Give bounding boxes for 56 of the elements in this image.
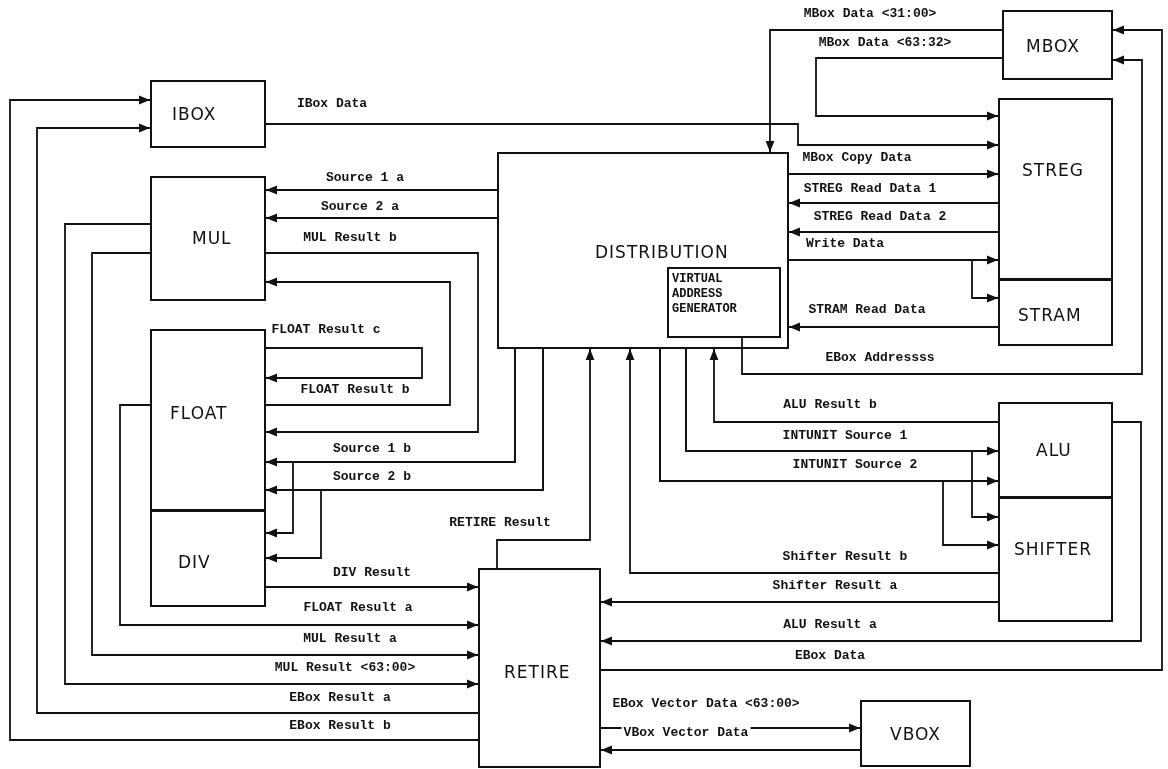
arrow: [64, 223, 479, 689]
unit-label: VIRTUAL ADDRESS GENERATOR: [672, 272, 738, 317]
arrow: [265, 185, 498, 195]
unit-label: IBOX: [172, 104, 217, 124]
unit-box: [998, 279, 1113, 346]
arrow: [765, 29, 1003, 153]
unit-label: MBOX: [1026, 36, 1080, 56]
unit-box: [150, 80, 266, 148]
unit-label: MUL: [192, 228, 232, 248]
arrow: [685, 348, 999, 522]
arrow: [265, 252, 479, 437]
arrow: [625, 348, 999, 574]
arrow: [265, 348, 544, 563]
arrow: [788, 169, 999, 179]
unit-box: [1002, 10, 1113, 80]
arrow: [600, 745, 861, 755]
unit-box: [478, 568, 601, 768]
arrow: [600, 597, 999, 607]
arrow: [788, 322, 999, 332]
arrow: [788, 198, 999, 208]
arrow: [600, 25, 1163, 671]
unit-label: STREG: [1022, 160, 1084, 180]
arrow: [600, 421, 1142, 646]
unit-box: [150, 176, 266, 301]
unit-box: [150, 329, 266, 511]
arrow: [91, 252, 479, 660]
unit-box: [998, 98, 1113, 280]
unit-label: DISTRIBUTION: [595, 242, 729, 262]
unit-label: ALU: [1036, 440, 1072, 460]
arrow: [659, 348, 999, 550]
unit-label: VBOX: [890, 724, 941, 744]
unit-label: STRAM: [1018, 305, 1082, 325]
unit-box: [150, 510, 266, 607]
unit-box: [998, 402, 1113, 498]
arrow: [815, 57, 1003, 121]
generator-box: [667, 267, 781, 338]
arrow: [119, 404, 479, 630]
arrow: [709, 348, 999, 423]
arrow: [265, 123, 999, 150]
arrow: [265, 347, 423, 383]
unit-box: [998, 497, 1113, 622]
unit-label: RETIRE: [504, 662, 571, 682]
arrow: [788, 227, 999, 237]
arrow: [265, 348, 516, 538]
arrow: [265, 213, 498, 223]
arrow: [265, 277, 451, 406]
arrow: [788, 259, 999, 303]
arrow: [496, 348, 595, 569]
unit-label: SHIFTER: [1014, 539, 1092, 559]
unit-box: [497, 152, 789, 349]
edge-label: MBox Copy Data: [800, 151, 914, 165]
arrow: [265, 582, 479, 592]
arrow: [741, 55, 1143, 375]
unit-label: DIV: [178, 552, 211, 572]
unit-box: [860, 700, 971, 767]
unit-label: FLOAT: [170, 403, 228, 423]
